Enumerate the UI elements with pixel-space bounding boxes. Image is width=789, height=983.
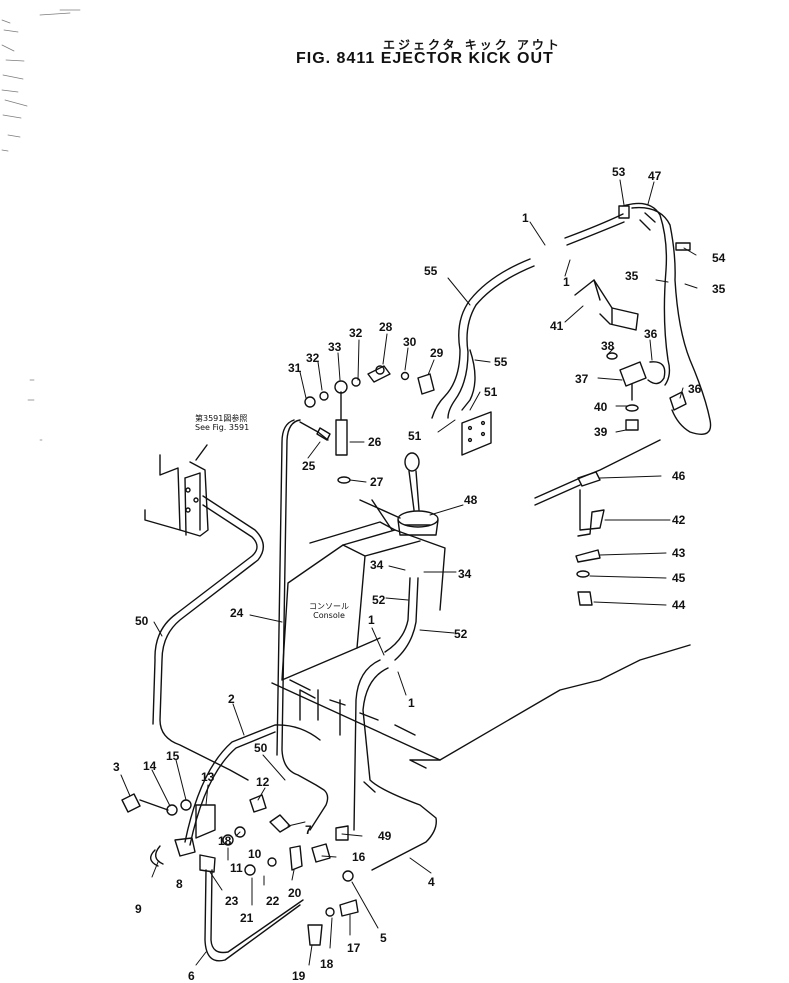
leader-lines [120,179,698,966]
mounting-block-51 [461,411,492,456]
callout-29: 29 [430,346,444,360]
console-label: コンソール Console [309,602,349,620]
pipe-50 [152,495,264,781]
callout-47: 47 [648,169,662,183]
callout-45: 45 [672,571,686,585]
callout-34: 34 [458,567,472,581]
callout-14: 14 [143,759,157,773]
callout-23: 23 [225,894,239,908]
callout-15: 15 [166,749,180,763]
callout-16: 16 [352,850,366,864]
callout-55: 55 [494,355,508,369]
callout-50: 50 [135,614,149,628]
callout-19: 19 [292,969,306,983]
see-figure-reference: 第3591図参照 See Fig. 3591 [195,414,249,432]
right-side-parts [534,352,687,606]
callout-22: 22 [266,894,280,908]
callout-30: 30 [403,335,417,349]
control-lever [359,452,439,536]
callout-1: 1 [522,211,529,225]
callout-1: 1 [368,613,375,627]
callout-28: 28 [379,320,393,334]
callout-51: 51 [408,429,422,443]
callout-1: 1 [563,275,570,289]
callout-9: 9 [135,902,142,916]
callout-41: 41 [550,319,564,333]
console-label-jp: コンソール [309,602,349,611]
callout-7: 7 [305,823,312,837]
callout-44: 44 [672,598,686,612]
callout-4: 4 [428,875,435,889]
pipes-52 [353,577,437,871]
lower-fittings [121,793,359,946]
callout-8: 8 [176,877,183,891]
callout-6: 6 [188,969,195,983]
callout-24: 24 [230,606,244,620]
callout-17: 17 [347,941,361,955]
callout-53: 53 [612,165,626,179]
callout-11: 11 [230,861,243,875]
callout-32: 32 [306,351,320,365]
callout-48: 48 [464,493,478,507]
callout-51: 51 [484,385,498,399]
callout-50: 50 [254,741,268,755]
callout-42: 42 [672,513,686,527]
callout-35: 35 [625,269,639,283]
callout-37: 37 [575,372,589,386]
callout-54: 54 [712,251,726,265]
callout-12: 12 [256,775,270,789]
callout-52: 52 [372,593,386,607]
pipe-6 [204,869,304,962]
callout-55: 55 [424,264,438,278]
callout-13: 13 [201,770,215,784]
fitting-chain-top [299,365,435,484]
callout-10: 10 [248,847,262,861]
hoses-55 [431,258,535,419]
see-figure-reference-en: See Fig. 3591 [195,423,250,432]
callout-2: 2 [228,692,235,706]
figure-title: FIG. 8411 EJECTOR KICK OUT [296,50,554,67]
callout-32: 32 [349,326,363,340]
callout-31: 31 [288,361,302,375]
bracket-see-fig [144,444,209,537]
callout-52: 52 [454,627,468,641]
callout-36: 36 [688,382,702,396]
callout-43: 43 [672,546,686,560]
console-housing [271,521,691,769]
callout-5: 5 [380,931,387,945]
callout-33: 33 [328,340,342,354]
callout-39: 39 [594,425,608,439]
callout-35: 35 [712,282,726,296]
callout-46: 46 [672,469,686,483]
hose-harness-upper [564,202,712,435]
callout-21: 21 [240,911,254,925]
pipe-2 [184,724,321,846]
callout-27: 27 [370,475,384,489]
callout-20: 20 [288,886,302,900]
callout-18: 18 [218,834,232,848]
callout-38: 38 [601,339,615,353]
pipe-24 [276,419,329,831]
callout-18: 18 [320,957,334,971]
callout-3: 3 [113,760,120,774]
console-label-en: Console [313,611,345,620]
callout-26: 26 [368,435,382,449]
see-figure-reference-jp: 第3591図参照 [195,414,248,423]
callout-25: 25 [302,459,316,473]
figure-title-japanese: エジェクタ キック アウト [383,38,562,52]
scan-noise [1,9,81,441]
callout-49: 49 [378,829,392,843]
bracket-41 [574,279,639,331]
callout-40: 40 [594,400,608,414]
callout-34: 34 [370,558,384,572]
callout-36: 36 [644,327,658,341]
callout-1: 1 [408,696,415,710]
